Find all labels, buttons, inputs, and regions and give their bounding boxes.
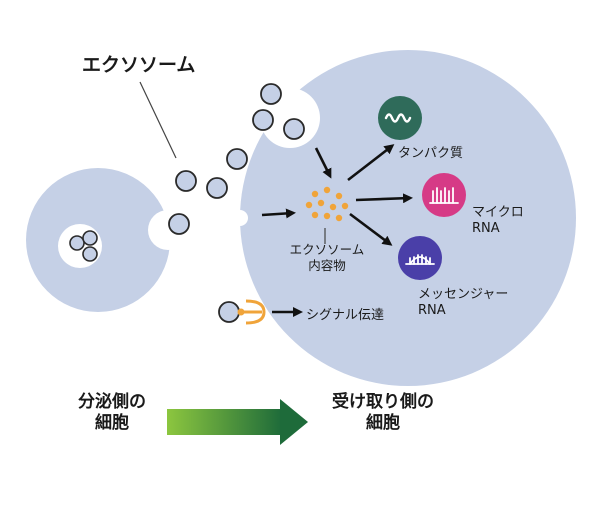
inner-vesicle: [82, 246, 98, 262]
mrna-strand-icon: [398, 236, 442, 280]
exosome-label: エクソソーム: [82, 54, 196, 76]
exosome: [260, 83, 282, 105]
protein-label: タンパク質: [398, 146, 464, 161]
exosome: [283, 118, 305, 140]
exosome: [175, 170, 197, 192]
exosome-pointer-line: [139, 81, 177, 159]
exosome: [168, 213, 190, 235]
membrane-notch: [232, 210, 248, 226]
secretory-cell-label: 分泌側の 細胞: [78, 392, 146, 434]
arrow-to-microrna: [355, 193, 413, 204]
protein-wave-icon: [378, 96, 422, 140]
microrna-comb-icon: [422, 173, 466, 217]
microrna-label: マイクロ RNA: [472, 205, 524, 237]
mrna-label: メッセンジャー RNA: [418, 287, 509, 319]
arrow-to-mrna: [349, 212, 393, 246]
receptor-icon: [218, 299, 266, 325]
arrows: [261, 144, 413, 317]
recipient-cell-label: 受け取り側の 細胞: [332, 392, 434, 434]
inner-vesicle: [82, 230, 98, 246]
exosomes: [168, 83, 305, 235]
arrow-to-protein: [347, 144, 395, 182]
secretory-cell: [26, 168, 188, 312]
signal-label: シグナル伝達: [306, 308, 385, 323]
exosome-content-label: エクソソーム 内容物: [289, 242, 365, 273]
exosome-content-dots: [305, 186, 349, 222]
secretion-direction-arrow: [167, 399, 308, 445]
exosome: [206, 177, 228, 199]
arrow-fusion: [261, 208, 296, 219]
exosome: [252, 109, 274, 131]
exosome: [226, 148, 248, 170]
arrow-entry: [314, 147, 332, 179]
inner-vesicle: [69, 235, 85, 251]
